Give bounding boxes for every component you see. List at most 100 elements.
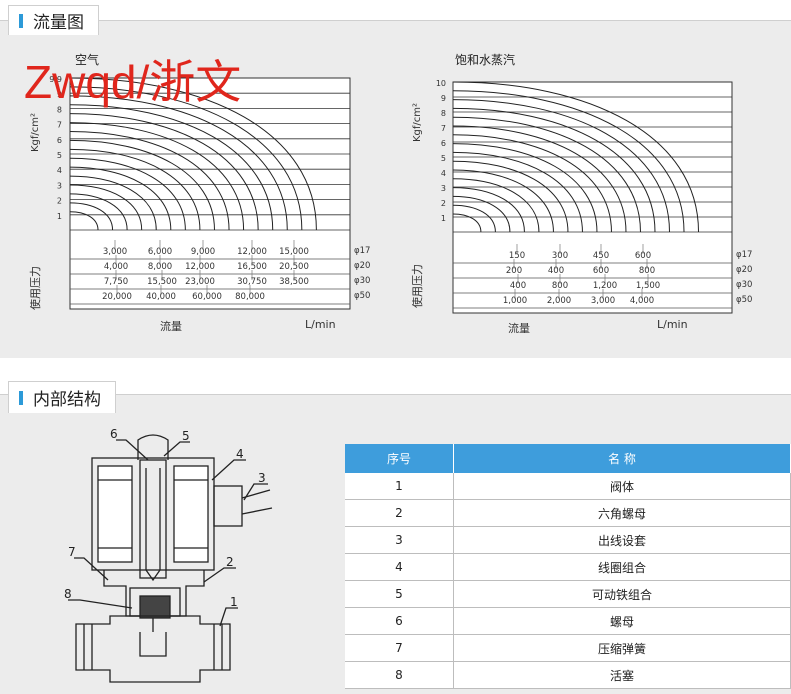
flow-value: 2,000 — [547, 296, 571, 306]
part-index: 5 — [345, 580, 454, 608]
flow-curve — [452, 107, 656, 233]
y-tick-label: 5 — [441, 154, 446, 163]
flow-curve — [69, 175, 157, 231]
y-tick-label: 1 — [57, 212, 62, 221]
flow-value: 20,000 — [102, 292, 132, 302]
flow-curve — [452, 90, 685, 233]
flow-curve — [452, 99, 671, 233]
flow-curve — [452, 195, 511, 233]
y-tick-label: 2 — [441, 199, 446, 208]
y-axis-label: Kgf/cm² — [30, 113, 41, 152]
section1-title: 流量图 — [33, 13, 84, 33]
table-header-row: 序号 名 称 — [345, 444, 791, 473]
flow-curve — [69, 193, 128, 231]
flow-value: 450 — [593, 251, 609, 261]
flow-value: 16,500 — [237, 262, 267, 272]
plot-frame — [452, 81, 733, 314]
flow-value: 9,000 — [191, 247, 215, 257]
flow-curve — [452, 134, 612, 233]
x-axis-label: 流量 — [160, 319, 182, 333]
part-name: 压缩弹簧 — [453, 634, 791, 662]
flow-value: 600 — [593, 266, 609, 276]
part-name: 可动铁组合 — [453, 580, 791, 608]
flow-curve — [452, 169, 554, 233]
y-tick-label: 7 — [441, 124, 446, 133]
pressure-label: 使用压力 — [411, 264, 424, 308]
flow-curve — [69, 166, 172, 231]
flow-curve — [69, 86, 303, 231]
x-unit-label: L/min — [657, 318, 688, 331]
pipe-size-label: φ20 — [736, 265, 752, 275]
pipe-size-label: φ30 — [354, 276, 370, 286]
flow-value: 400 — [510, 281, 526, 291]
cable-gland — [213, 485, 243, 527]
chart-title: 饱和水蒸汽 — [455, 52, 515, 67]
part-name: 阀体 — [453, 473, 791, 500]
y-tick-label: 4 — [57, 166, 62, 175]
chart-grid — [69, 77, 351, 310]
part-number-label: 4 — [236, 447, 244, 461]
flow-value: 12,000 — [185, 262, 215, 272]
flow-curve — [452, 187, 525, 233]
y-tick-label: 8 — [57, 105, 62, 114]
plunger-tube — [139, 459, 167, 579]
y-tick-label: 9.9 — [49, 75, 62, 84]
flow-value: 1,200 — [593, 281, 617, 291]
flow-value: 6,000 — [148, 247, 172, 257]
chart-grid — [452, 81, 733, 314]
y-tick-label: 6 — [441, 139, 446, 148]
part-number-label: 3 — [258, 471, 266, 485]
flow-curve — [69, 211, 99, 231]
flow-value: 800 — [639, 266, 655, 276]
flow-curve — [69, 104, 274, 231]
section2-tab: 内部结构 — [8, 381, 116, 413]
pressure-label: 使用压力 — [29, 266, 42, 310]
y-tick-label: 7 — [57, 121, 62, 130]
tab-marker — [19, 13, 23, 28]
part-name: 线圈组合 — [453, 553, 791, 581]
part-index: 1 — [345, 473, 454, 500]
part-number-label: 8 — [64, 587, 72, 601]
flow-value: 1,000 — [503, 296, 527, 306]
section1-tab: 流量图 — [8, 5, 99, 35]
flow-value: 23,000 — [185, 277, 215, 287]
flow-curve — [69, 131, 230, 231]
part-index: 6 — [345, 607, 454, 635]
flow-value: 38,500 — [279, 277, 309, 287]
y-tick-label: 3 — [57, 181, 62, 190]
y-tick-label: 10 — [436, 79, 446, 88]
flow-value: 20,500 — [279, 262, 309, 272]
part-number-label: 5 — [182, 429, 190, 443]
flow-curve — [69, 122, 245, 231]
flow-curve — [69, 202, 114, 231]
flow-curve — [69, 113, 259, 231]
flow-curve — [69, 157, 186, 231]
flow-value: 150 — [509, 251, 525, 261]
watermark-text: Zwqd/浙文 — [24, 56, 242, 108]
flow-curve — [69, 139, 215, 231]
flow-curve — [452, 151, 583, 233]
flow-value: 40,000 — [146, 292, 176, 302]
header-index: 序号 — [345, 444, 454, 473]
section1-rule — [0, 20, 791, 21]
pipe-size-label: φ50 — [354, 291, 370, 301]
flow-value: 800 — [552, 281, 568, 291]
flow-value: 15,500 — [147, 277, 177, 287]
section2-title: 内部结构 — [33, 390, 101, 410]
y-tick-label: 3 — [441, 184, 446, 193]
flow-value: 8,000 — [148, 262, 172, 272]
flow-value: 4,000 — [104, 262, 128, 272]
flow-value: 30,750 — [237, 277, 267, 287]
flow-value: 600 — [635, 251, 651, 261]
